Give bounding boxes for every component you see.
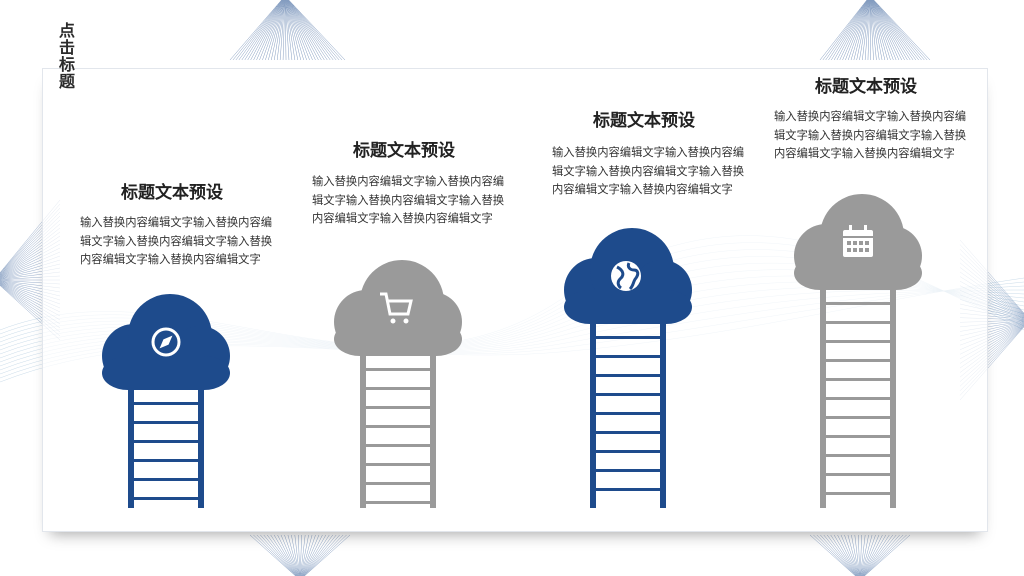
step-3-text: 输入替换内容编辑文字输入替换内容编辑文字输入替换内容编辑文字输入替换内容编辑文字…	[552, 146, 745, 196]
step-4-title: 标题文本预设	[815, 77, 917, 97]
cloud-ladder-2	[334, 260, 462, 508]
ladder-3	[590, 322, 666, 508]
compass-icon	[151, 327, 181, 357]
ladder-2	[360, 354, 436, 508]
cloud-ladder-1	[102, 294, 230, 508]
globe-icon	[611, 261, 641, 291]
cloud-ladder-4	[794, 194, 922, 508]
shopping-cart-icon	[380, 292, 413, 324]
step-1-title: 标题文本预设	[121, 183, 223, 203]
cloud-1	[102, 294, 230, 390]
step-1-text: 输入替换内容编辑文字输入替换内容编辑文字输入替换内容编辑文字输入替换内容编辑文字…	[80, 216, 273, 266]
step-2-text: 输入替换内容编辑文字输入替换内容编辑文字输入替换内容编辑文字输入替换内容编辑文字…	[312, 175, 505, 225]
step-2-title: 标题文本预设	[353, 141, 455, 161]
cloud-2	[334, 260, 462, 356]
calendar-icon	[843, 225, 873, 257]
ladder-4	[820, 288, 896, 508]
slide-title: 点击标题	[56, 22, 75, 90]
step-4-text: 输入替换内容编辑文字输入替换内容编辑文字输入替换内容编辑文字输入替换内容编辑文字…	[774, 110, 967, 160]
ladder-1	[128, 388, 204, 508]
step-3-title: 标题文本预设	[593, 111, 695, 131]
cloud-ladder-3	[564, 228, 692, 508]
